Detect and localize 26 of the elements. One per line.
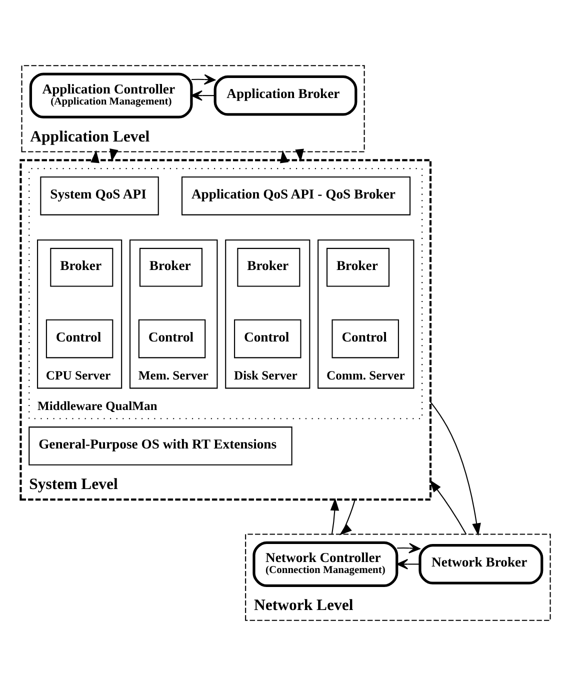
- node-box: Network Controller (Connection Management): [252, 541, 398, 588]
- node-box: Network Broker: [418, 544, 544, 584]
- arrow: [90, 150, 100, 164]
- node-box: Application QoS API - QoS Broker: [181, 176, 411, 216]
- node-box: Broker: [50, 248, 114, 287]
- arrow: [295, 148, 304, 162]
- arrow: [430, 480, 467, 534]
- node-box: Control: [332, 319, 399, 358]
- arrow: [430, 402, 481, 536]
- node-box: Application Broker: [214, 75, 358, 116]
- arrow: [396, 558, 420, 570]
- arrow: [190, 90, 215, 101]
- node-box: Broker: [237, 248, 300, 287]
- node-box: Broker: [326, 248, 390, 287]
- node-box: System QoS API: [40, 176, 159, 216]
- arrow: [191, 74, 216, 85]
- arrow: [280, 150, 289, 164]
- node-box: Control: [234, 319, 302, 358]
- node-box: Control: [138, 319, 206, 358]
- node-box: General-Purpose OS with RT Extensions: [28, 426, 292, 466]
- node-box: Broker: [139, 248, 202, 287]
- arrow: [339, 499, 356, 536]
- arrow: [397, 542, 420, 554]
- node-box: Application Controller (Application Management): [29, 72, 193, 118]
- node-box: Control: [46, 319, 114, 358]
- arrow: [330, 498, 340, 534]
